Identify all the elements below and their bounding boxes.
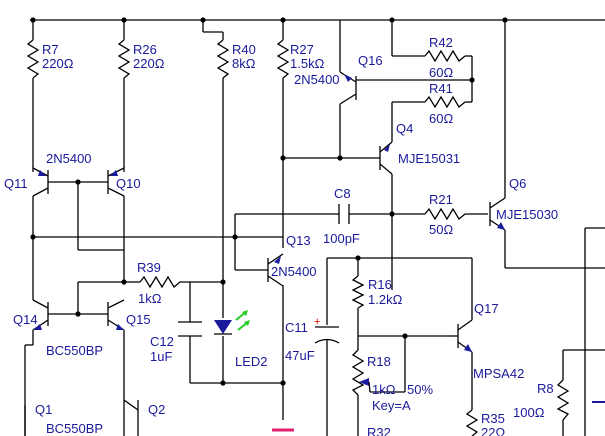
resistor-r7 — [26, 39, 40, 79]
transistor-q2 — [123, 399, 139, 411]
label-r27-name: R27 — [290, 42, 314, 57]
label-r41-value: 60Ω — [429, 111, 453, 126]
label-led2-name: LED2 — [235, 354, 268, 369]
label-r35-name: R35 — [481, 411, 505, 426]
transistor-q16 — [339, 71, 357, 105]
potentiometer-r18 — [351, 349, 371, 396]
label-q15-name: Q15 — [126, 312, 151, 327]
capacitor-c12 — [178, 321, 202, 337]
label-q16-name: Q16 — [358, 53, 383, 68]
label-r18-value: 1kΩ — [372, 382, 396, 397]
label-r18-name: R18 — [367, 354, 391, 369]
label-c11-name: C11 — [285, 320, 308, 335]
label-r39-value: 1kΩ — [138, 291, 162, 306]
label-q13-name: Q13 — [286, 233, 311, 248]
capacitor-c11: + — [314, 316, 340, 344]
resistor-r21 — [424, 207, 466, 221]
label-r42-value: 60Ω — [429, 65, 453, 80]
capacitor-c8 — [335, 204, 353, 224]
junction-dots — [30, 17, 508, 386]
label-r18-key: Key=A — [372, 398, 411, 413]
label-q1-type: BC550BP — [46, 421, 103, 436]
label-q13-type: 2N5400 — [271, 264, 317, 279]
transistor-q10 — [107, 167, 125, 197]
label-q4-name: Q4 — [396, 121, 413, 136]
transistor-q6 — [489, 197, 506, 231]
label-c12-name: C12 — [150, 334, 174, 349]
label-q4-type: MJE15031 — [398, 151, 460, 166]
label-c11-value: 47uF — [285, 348, 315, 363]
label-r18-percent: 50% — [407, 382, 433, 397]
label-q17-type: MPSA42 — [473, 366, 524, 381]
label-r26-name: R26 — [133, 42, 157, 57]
label-q11-name: Q11 — [4, 176, 28, 191]
wires — [24, 19, 605, 436]
label-q17-name: Q17 — [474, 301, 499, 316]
resistor-r8 — [556, 379, 570, 421]
label-q6-name: Q6 — [509, 176, 526, 191]
led-diode-icon — [214, 310, 250, 335]
label-r27-value: 1.5kΩ — [290, 56, 325, 71]
resistor-r42 — [424, 49, 466, 63]
label-r16-name: R16 — [368, 277, 392, 292]
label-q11-q10-type: 2N5400 — [46, 151, 92, 166]
label-r21-value: 50Ω — [429, 222, 453, 237]
transistor-q17 — [448, 319, 473, 353]
label-r7-value: 220Ω — [42, 56, 74, 71]
polarity-plus-icon: + — [314, 316, 320, 328]
transistor-q14 — [32, 299, 49, 331]
label-r26-value: 220Ω — [133, 56, 165, 71]
label-r8-name: R8 — [537, 381, 554, 396]
resistor-r35 — [465, 409, 479, 436]
label-q2-name: Q2 — [148, 402, 165, 417]
label-c8-name: C8 — [334, 186, 351, 201]
transistor-q13 — [267, 253, 284, 287]
label-q1-name: Q1 — [35, 402, 52, 417]
label-c8-value: 100pF — [323, 231, 360, 246]
resistor-r16 — [351, 275, 365, 309]
resistor-r40 — [216, 39, 230, 79]
label-r7-name: R7 — [42, 42, 59, 57]
label-q14-q15-type: BC550BP — [46, 343, 103, 358]
transistor-q4 — [379, 141, 393, 175]
label-r32-name: R32 — [367, 425, 391, 436]
label-r21-name: R21 — [429, 192, 453, 207]
label-q6-type: MJE15030 — [496, 207, 558, 222]
resistor-r41 — [424, 95, 466, 109]
label-r8-value: 100Ω — [513, 405, 545, 420]
label-r35-value: 22Ω — [481, 425, 505, 436]
label-r16-value: 1.2kΩ — [368, 292, 403, 307]
label-q16-type: 2N5400 — [294, 72, 340, 87]
label-r40-name: R40 — [232, 42, 256, 57]
label-r39-name: R39 — [137, 260, 161, 275]
resistor-r26 — [117, 39, 131, 79]
transistor-q15 — [107, 299, 125, 331]
label-r40-value: 8kΩ — [232, 56, 256, 71]
resistor-r27 — [276, 39, 290, 79]
transistor-q11 — [32, 167, 49, 197]
label-r42-name: R42 — [429, 35, 453, 50]
component-labels: R7 220Ω R26 220Ω R40 8kΩ R27 1.5kΩ Q16 2… — [4, 35, 558, 436]
resistor-r39 — [139, 275, 196, 289]
label-r41-name: R41 — [429, 81, 453, 96]
label-q14-name: Q14 — [13, 312, 38, 327]
label-c12-value: 1uF — [150, 349, 172, 364]
label-q10-name: Q10 — [116, 176, 141, 191]
